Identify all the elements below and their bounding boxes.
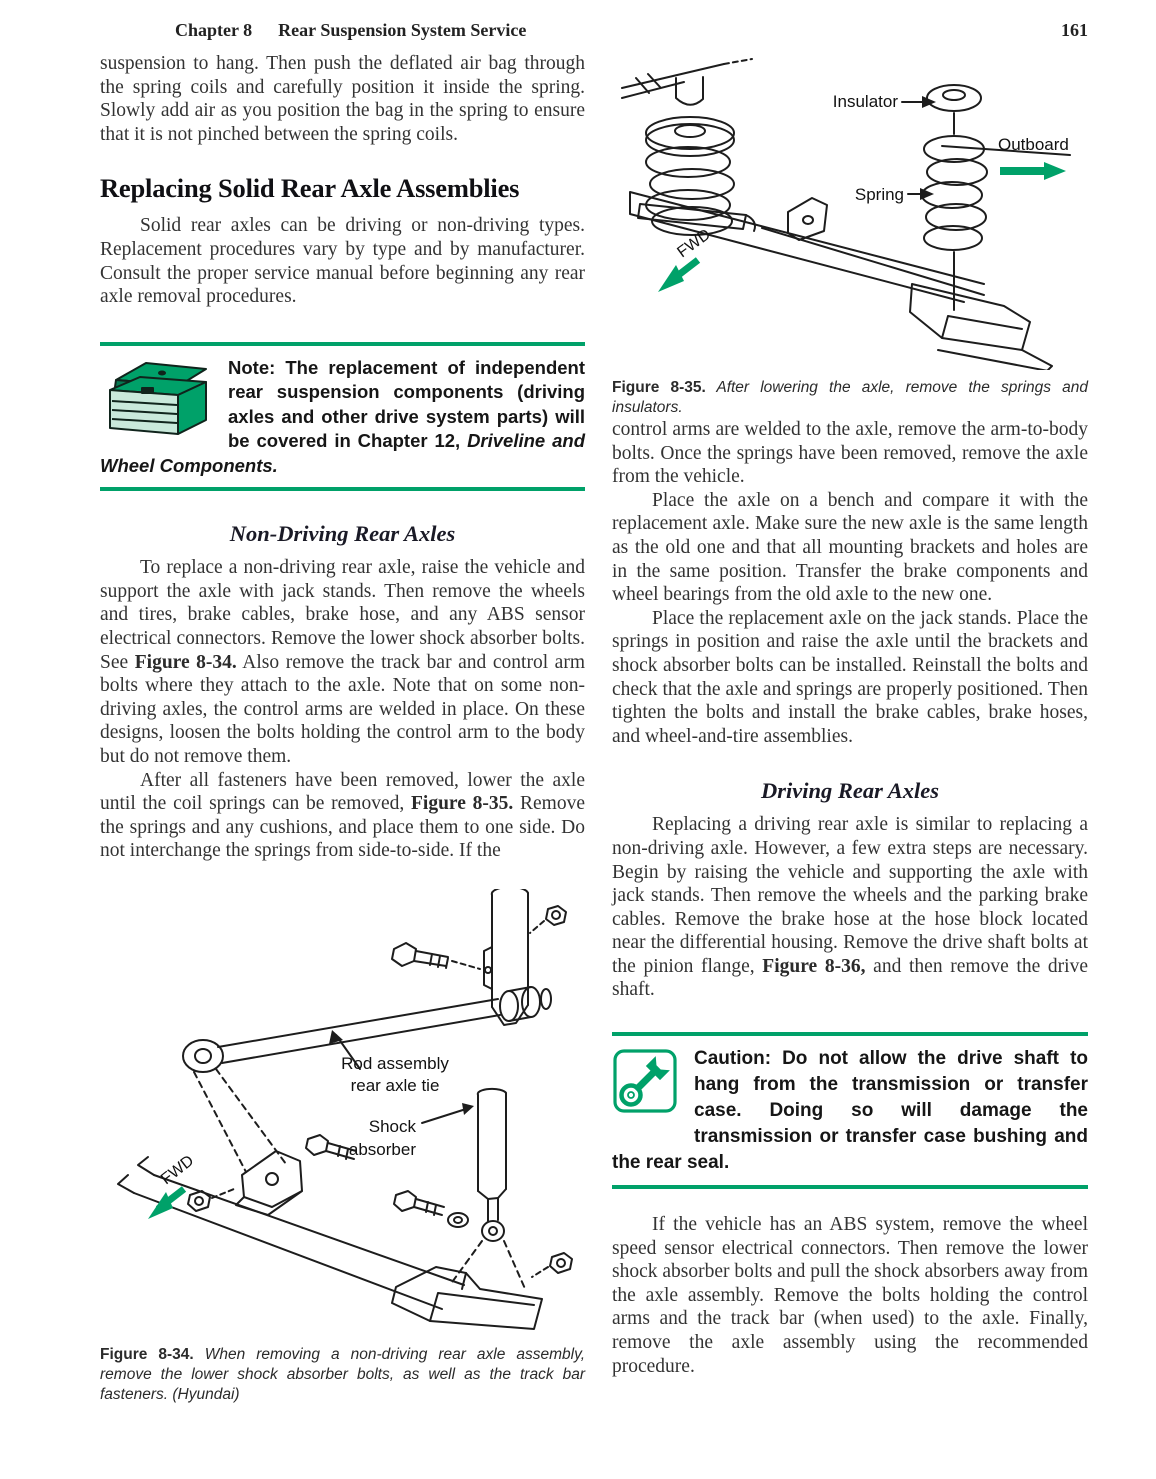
caution-top-rule xyxy=(612,1032,1088,1037)
figure-8-34-caption-label: Figure 8-34. xyxy=(100,1345,194,1363)
wrench-icon xyxy=(612,1048,678,1122)
paragraph-abs-system: If the vehicle has an ABS system, remove… xyxy=(612,1213,1088,1378)
figure-8-35: Insulator Outboard Spring FWD Figure 8-3… xyxy=(612,54,1088,418)
figure-ref-8-35: Figure 8-35. xyxy=(411,793,514,815)
figure-8-34-caption-text: When removing a non-driving rear axle as… xyxy=(100,1345,586,1403)
figure-8-34-label-shock-line2: absorber xyxy=(349,1140,416,1159)
figure-ref-8-36: Figure 8-36, xyxy=(762,955,866,977)
note-body: Note: The replacement of independent rea… xyxy=(100,346,585,488)
two-column-layout: suspension to hang. Then push the deflat… xyxy=(100,52,1088,1405)
paragraph-fasteners: After all fasteners have been removed, l… xyxy=(100,769,585,863)
figure-8-35-caption-text: After lowering the axle, remove the spri… xyxy=(612,379,1088,416)
figure-8-34-caption: Figure 8-34. When removing a non-driving… xyxy=(100,1345,585,1405)
figure-8-35-label-spring: Spring xyxy=(855,185,904,204)
chapter-label: Chapter 8 xyxy=(175,20,253,40)
outboard-arrow-icon xyxy=(1000,162,1066,180)
figure-8-34-illustration: Rod assembly rear axle tie Shock absorbe… xyxy=(117,888,573,1330)
text-segment: Replacing a driving rear axle is similar… xyxy=(612,814,1088,977)
fwd-arrow-icon xyxy=(148,1186,187,1219)
paragraph-replace-non-driving: To replace a non-driving rear axle, rais… xyxy=(100,556,585,768)
text-segment: Remove the springs and any cushions, and… xyxy=(100,793,586,862)
paragraph-driving-axle: Replacing a driving rear axle is similar… xyxy=(612,813,1088,1002)
figure-8-35-caption: Figure 8-35. After lowering the axle, re… xyxy=(612,378,1088,418)
fwd-arrow-icon xyxy=(658,257,701,292)
note-top-rule xyxy=(100,341,585,346)
paragraph-solid-axles: Solid rear axles can be driving or non-d… xyxy=(100,214,585,308)
figure-8-35-label-insulator: Insulator xyxy=(833,92,899,111)
note-text: Note: The replacement of independent rea… xyxy=(228,356,585,452)
figure-ref-8-34: Figure 8-34. xyxy=(134,651,237,673)
caution-text: Caution: Do not allow the drive shaft to… xyxy=(612,1048,1088,1174)
text-segment: Place the axle on a bench and compare it… xyxy=(612,489,1088,606)
page-number: 161 xyxy=(1061,20,1088,40)
figure-8-34-label-rod-line1: Rod assembly xyxy=(341,1054,449,1073)
paragraph-bench-compare: Place the axle on a bench and compare it… xyxy=(612,489,1088,607)
left-column: suspension to hang. Then push the deflat… xyxy=(100,52,585,1405)
subheading-driving-rear-axles: Driving Rear Axles xyxy=(761,778,939,804)
caution-box: Caution: Do not allow the drive shaft to… xyxy=(612,1032,1088,1190)
note-bottom-rule xyxy=(100,487,585,492)
toolbox-icon xyxy=(100,358,212,447)
chapter-title: Rear Suspension System Service xyxy=(278,20,527,40)
text-segment: Solid rear axles can be driving or non-d… xyxy=(100,215,585,308)
right-column: Insulator Outboard Spring FWD Figure 8-3… xyxy=(612,52,1088,1405)
figure-8-35-label-outboard: Outboard xyxy=(998,135,1069,154)
section-heading-replacing-solid-rear-axle: Replacing Solid Rear Axle Assemblies xyxy=(100,173,520,204)
text-segment: After all fasteners have been removed, l… xyxy=(100,769,585,815)
text-segment: control arms are welded to the axle, rem… xyxy=(612,419,1088,488)
text-segment: To replace a non-driving rear axle, rais… xyxy=(100,557,585,673)
caution-bottom-rule xyxy=(612,1185,1088,1190)
text-segment: Also remove the track bar and control ar… xyxy=(100,651,585,767)
figure-8-35-caption-label: Figure 8-35. xyxy=(612,379,706,396)
text-segment: Place the replacement axle on the jack s… xyxy=(612,607,1088,747)
figure-8-35-illustration: Insulator Outboard Spring FWD xyxy=(621,58,1071,370)
note-reference: Driveline and Wheel Components. xyxy=(100,430,585,476)
figure-8-34-label-shock-line1: Shock xyxy=(369,1117,417,1136)
paragraph-airbag: suspension to hang. Then push the deflat… xyxy=(100,52,585,146)
paragraph-control-arms: control arms are welded to the axle, rem… xyxy=(612,418,1088,489)
page-header: Chapter 8 Rear Suspension System Service… xyxy=(175,20,1088,41)
subheading-non-driving-rear-axles: Non-Driving Rear Axles xyxy=(229,521,456,547)
text-segment: and then remove the drive shaft. xyxy=(612,955,1088,1001)
note-box: Note: The replacement of independent rea… xyxy=(100,341,585,492)
figure-8-34: Rod assembly rear axle tie Shock absorbe… xyxy=(100,888,585,1405)
caution-body: Caution: Do not allow the drive shaft to… xyxy=(612,1036,1088,1185)
paragraph-jack-stands: Place the replacement axle on the jack s… xyxy=(612,607,1088,749)
text-segment: suspension to hang. Then push the deflat… xyxy=(100,53,585,145)
text-segment: If the vehicle has an ABS system, remove… xyxy=(612,1214,1089,1377)
figure-8-34-label-rod-line2: rear axle tie xyxy=(351,1076,440,1095)
